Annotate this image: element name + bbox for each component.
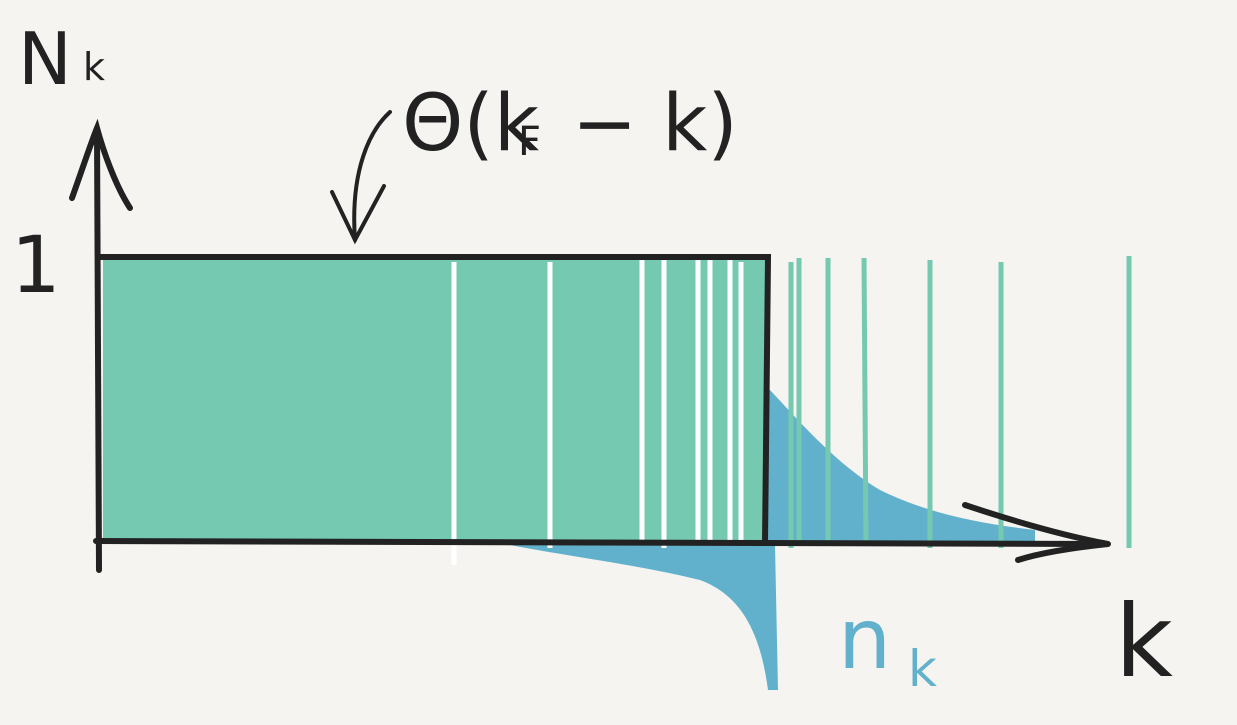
green-step-block (103, 258, 765, 543)
y-axis (94, 127, 102, 573)
pointer-arrowhead (330, 184, 386, 245)
n-k-label: n (838, 590, 891, 688)
blue-tail-upper (765, 385, 1035, 545)
blue-tail-lower (510, 545, 778, 690)
x-axis-label: k (1115, 583, 1173, 700)
x-axis (93, 538, 1111, 547)
white-gap-lines (451, 256, 744, 565)
theta-step-outline (98, 254, 772, 546)
x-axis-arrowhead (962, 502, 1109, 563)
pointer-arrow (352, 110, 392, 242)
theta-expression-subscript: F (518, 119, 541, 165)
green-line (861, 257, 869, 546)
y-axis-arrowhead (69, 118, 133, 211)
n-k-label-subscript: k (908, 640, 937, 698)
y-tick-one-label: 1 (11, 221, 61, 311)
green-lines (788, 256, 1132, 548)
theta-expression-tail: − k) (572, 79, 738, 169)
y-axis-label: N (18, 17, 72, 101)
y-axis-label-subscript: k (83, 45, 105, 89)
theta-expression: Θ(k (402, 79, 539, 169)
